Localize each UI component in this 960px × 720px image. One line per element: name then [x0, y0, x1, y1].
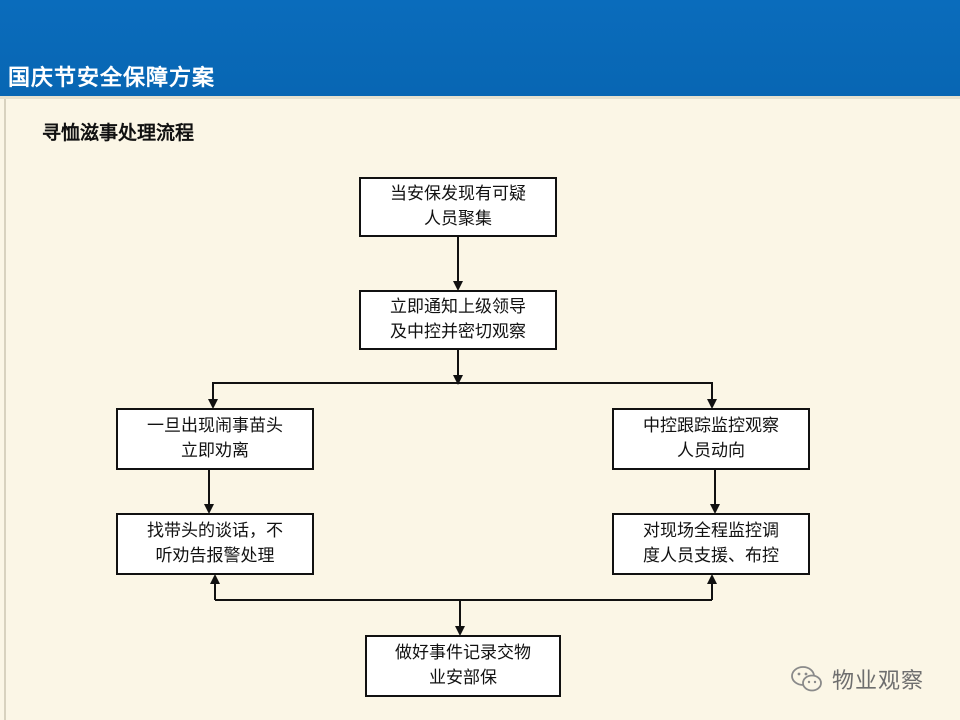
watermark-text: 物业观察: [832, 669, 925, 694]
flow-step-persuade-leave: 一旦出现闹事苗头立即劝离: [116, 408, 314, 470]
box-line: 业安部保: [429, 668, 497, 688]
box-line: 对现场全程监控调: [643, 521, 779, 541]
section-title: 寻恤滋事处理流程: [42, 122, 195, 144]
flow-step-talk-or-report: 找带头的谈话，不听劝告报警处理: [116, 513, 314, 575]
box-line: 中控跟踪监控观察: [643, 416, 779, 436]
box-line: 及中控并密切观察: [390, 322, 526, 342]
box-line: 当安保发现有可疑: [390, 184, 526, 204]
split-to-right1: [458, 382, 717, 409]
box-line: 做好事件记录交物: [395, 643, 531, 663]
flow-step-dispatch-support: 对现场全程监控调度人员支援、布控: [612, 513, 810, 575]
box-line: 立即劝离: [181, 441, 249, 461]
box-line: 人员动向: [677, 441, 745, 461]
box-line: 听劝告报警处理: [155, 546, 275, 566]
page-title: 国庆节安全保障方案: [8, 66, 216, 91]
watermark: 物业观察: [790, 663, 924, 695]
left-edge-line: [4, 99, 6, 720]
flow-step-track-monitor: 中控跟踪监控观察人员动向: [612, 408, 810, 470]
box-line: 找带头的谈话，不: [147, 521, 283, 541]
wechat-icon: [791, 666, 822, 692]
flow-step-suspicious-gathering: 当安保发现有可疑人员聚集: [359, 177, 557, 237]
box-line: 度人员支援、布控: [643, 546, 779, 566]
box-line: 一旦出现闹事苗头: [147, 416, 283, 436]
box-line: 立即通知上级领导: [390, 297, 526, 317]
flow-step-record-event: 做好事件记录交物业安部保: [365, 635, 561, 697]
box-line: 人员聚集: [424, 209, 492, 229]
split-to-left1: [208, 382, 458, 409]
flow-step-notify-leaders: 立即通知上级领导及中控并密切观察: [359, 290, 557, 350]
header-divider: [0, 96, 960, 99]
header-bar: [0, 0, 960, 96]
